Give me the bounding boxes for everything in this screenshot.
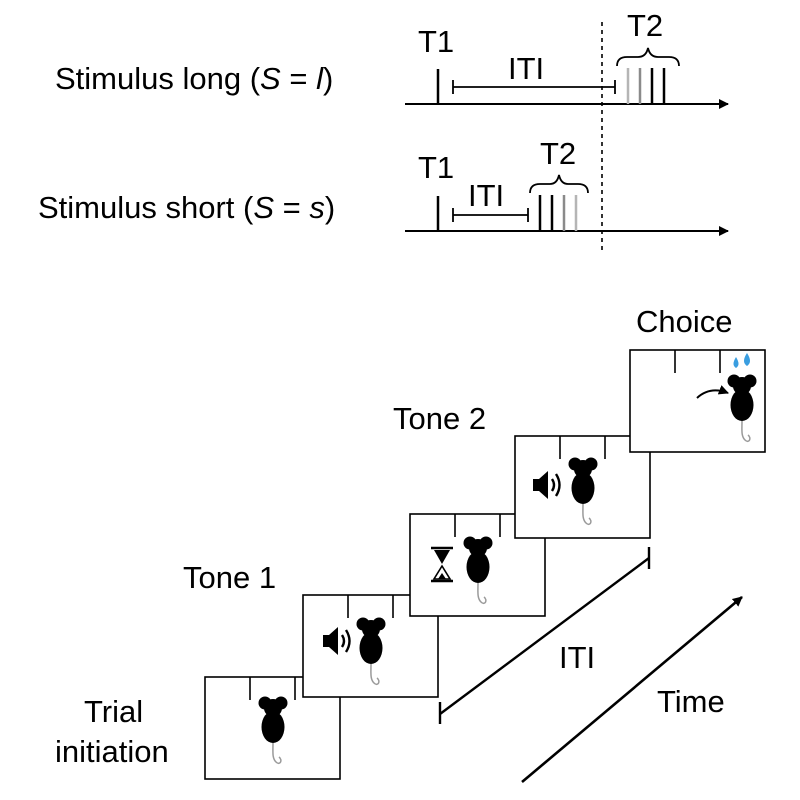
iti-label-long: ITI [508,51,544,86]
iti-label-short: ITI [468,178,504,213]
water-drop-icon [733,353,750,368]
label-stimulus-short: Stimulus short (S = s) [38,190,335,225]
t1-label-short: T1 [418,150,454,185]
label-initiation: initiation [55,734,169,769]
timeline-short: Stimulus short (S = s) T1 ITI T2 [38,136,729,236]
label-iti-diagonal: ITI [559,640,595,675]
stage-tone2-box [514,435,651,539]
stage-choice-box [629,349,766,453]
t2-brace-long [616,47,680,67]
label-time: Time [657,684,725,719]
timeline-long: Stimulus long (S = l) T1 ITI T2 [55,8,729,109]
t2-label-long: T2 [627,8,663,43]
label-tone1: Tone 1 [183,560,276,595]
turn-arrow-icon [696,385,729,399]
label-stimulus-long: Stimulus long (S = l) [55,61,333,96]
t2-brace-short [529,174,589,194]
time-arrow [521,596,743,783]
t2-label-short: T2 [540,136,576,171]
hourglass-icon [431,546,453,583]
label-tone2: Tone 2 [393,401,486,436]
t1-label-long: T1 [418,24,454,59]
iti-diagonal [438,547,651,724]
label-trial: Trial [84,694,143,729]
label-choice: Choice [636,304,733,339]
